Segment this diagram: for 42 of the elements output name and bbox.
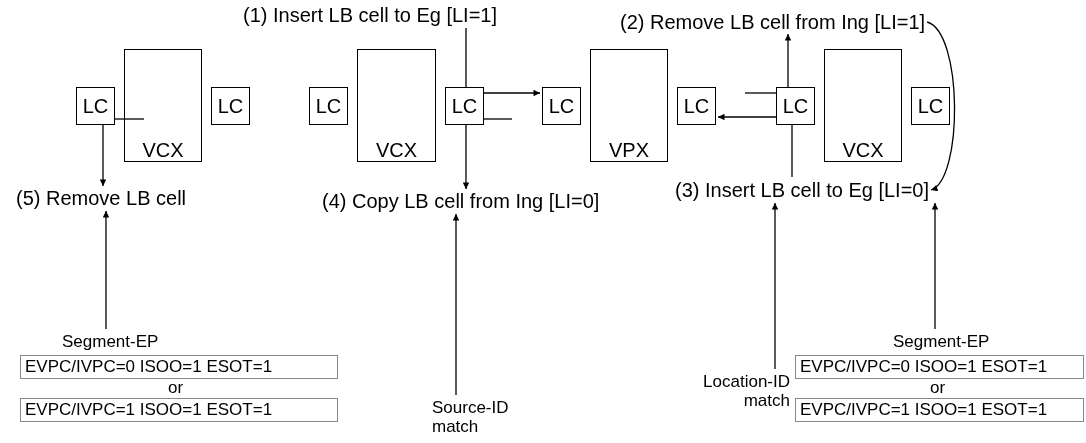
- step-text: (2) Remove LB cell from Ing [LI=1]: [620, 11, 926, 33]
- module-box: VPX: [590, 49, 668, 162]
- lc-box: LC: [211, 87, 250, 125]
- arrow: [99, 124, 107, 187]
- lc-box: LC: [542, 87, 581, 125]
- module-box: VCX: [357, 49, 436, 162]
- connector-line: [791, 124, 793, 178]
- arrow: [452, 213, 460, 396]
- step-text: (4) Copy LB cell from Ing [LI=0]: [322, 190, 600, 212]
- arrow: [717, 113, 777, 121]
- module-box: VCX: [124, 49, 202, 162]
- connector-line: [483, 118, 513, 120]
- arrow: [931, 202, 939, 330]
- lc-box: LC: [677, 87, 716, 125]
- match-text: Location-ID match: [690, 372, 790, 410]
- lc-box: LC: [445, 87, 484, 125]
- lc-box: LC: [76, 87, 115, 125]
- arrow: [771, 202, 779, 370]
- connector-line: [744, 92, 777, 94]
- step-text: (5) Remove LB cell: [16, 187, 187, 209]
- arrow: [784, 33, 792, 88]
- step-text: (3) Insert LB cell to Eg [LI=0]: [675, 179, 929, 201]
- step-text: (1) Insert LB cell to Eg [LI=1]: [243, 4, 497, 26]
- caption-text: Segment-EP: [62, 332, 159, 351]
- lc-box: LC: [776, 87, 815, 125]
- match-text: Source-ID match: [432, 398, 532, 436]
- connector-line: [114, 118, 145, 120]
- lc-box: LC: [911, 87, 950, 125]
- arrow: [462, 124, 470, 190]
- arrow: [926, 21, 956, 191]
- flag-box: EVPC/IVPC=1 ISOO=1 ESOT=1: [20, 398, 338, 422]
- arrow: [102, 210, 110, 330]
- or-text: or: [168, 378, 184, 398]
- flag-box: EVPC/IVPC=0 ISOO=1 ESOT=1: [795, 355, 1084, 379]
- arrow: [483, 89, 541, 97]
- or-text: or: [930, 378, 946, 398]
- connector-line: [465, 27, 467, 88]
- caption-text: Segment-EP: [893, 332, 990, 351]
- flag-box: EVPC/IVPC=1 ISOO=1 ESOT=1: [795, 398, 1084, 422]
- module-box: VCX: [824, 49, 902, 162]
- flag-box: EVPC/IVPC=0 ISOO=1 ESOT=1: [20, 355, 338, 379]
- lc-box: LC: [309, 87, 348, 125]
